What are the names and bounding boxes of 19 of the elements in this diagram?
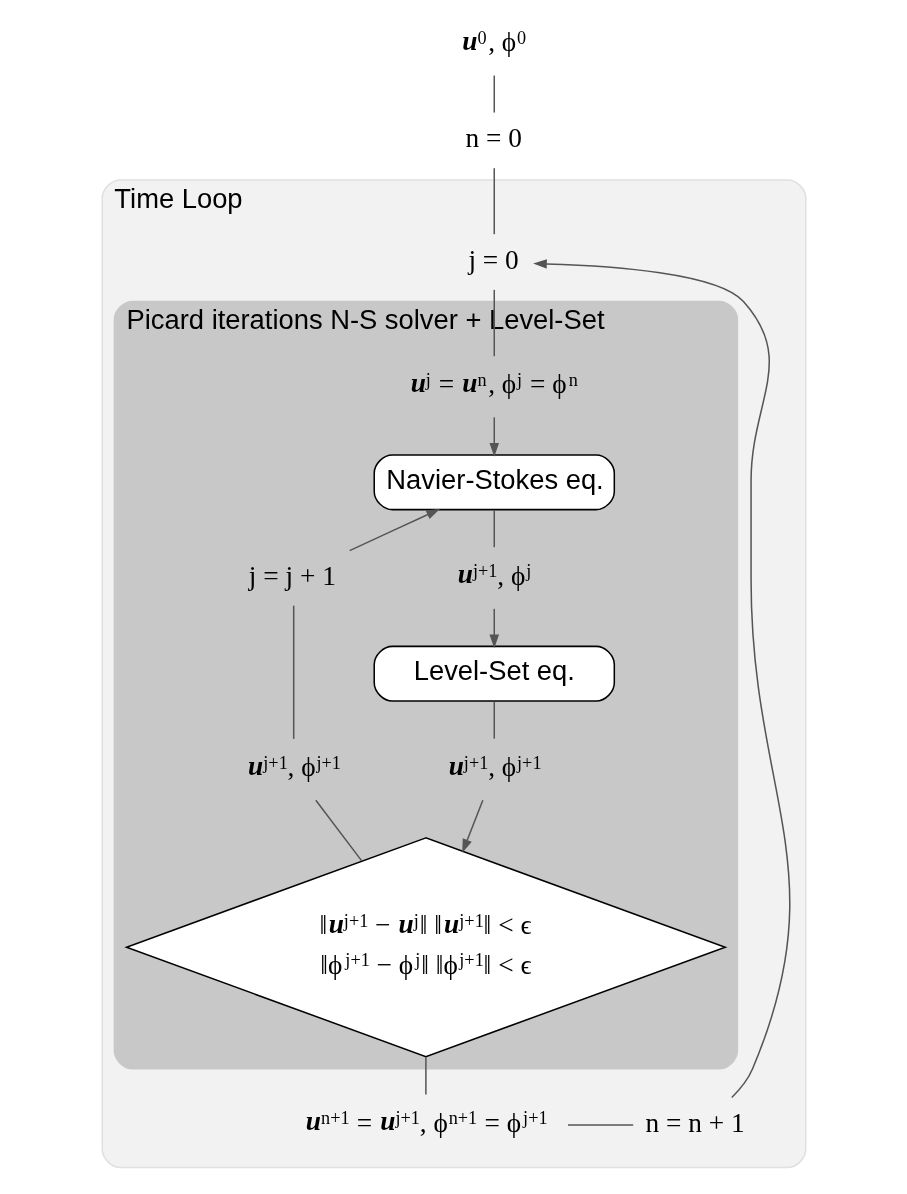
- connector: [314, 799, 362, 862]
- connector: [424, 1056, 427, 1096]
- node-box: Level-Set eq.: [372, 645, 615, 702]
- arrow: [488, 416, 499, 457]
- arrow: [532, 259, 791, 1099]
- arrow: [461, 799, 484, 853]
- connector: [493, 700, 495, 740]
- connector: [292, 604, 294, 740]
- arrow: [348, 508, 440, 552]
- connector: [566, 1124, 634, 1126]
- connector: [493, 74, 495, 114]
- node-text: n = 0: [464, 123, 522, 154]
- node-box: Navier-Stokes eq.: [372, 454, 615, 511]
- node-text: n = n + 1: [644, 1107, 745, 1138]
- arrow: [488, 608, 499, 649]
- node-text: j = 0: [467, 244, 519, 275]
- node-text: j = j + 1: [248, 560, 336, 591]
- connector: [493, 167, 495, 235]
- connector: [493, 509, 495, 548]
